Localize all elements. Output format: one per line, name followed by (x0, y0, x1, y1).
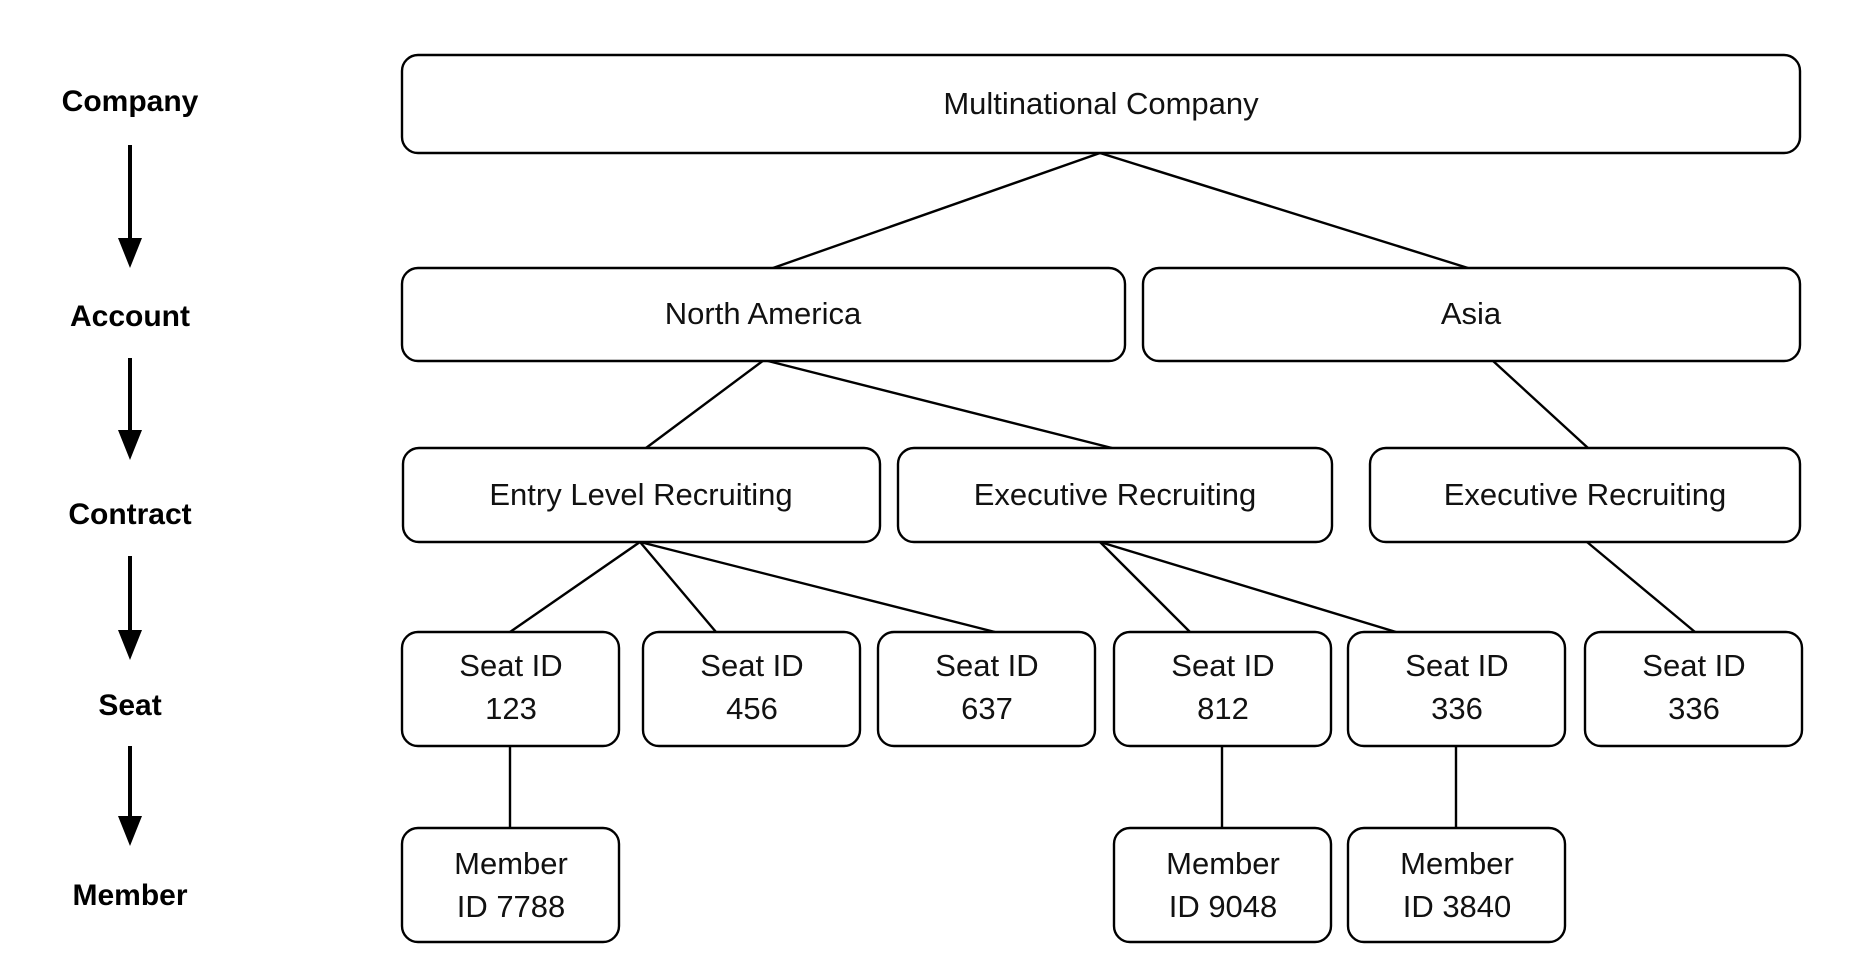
node-member-9048[interactable]: Member ID 9048 (1112, 826, 1333, 944)
seat-336b-box[interactable] (1583, 630, 1804, 748)
edge-north-america-to-entry-level (645, 359, 765, 449)
seat-336a-label-line2: 336 (1431, 691, 1483, 726)
node-member-7788[interactable]: Member ID 7788 (400, 826, 621, 944)
legend-label-account: Account (70, 300, 190, 333)
entry-level-recruiting-box[interactable] (401, 446, 882, 544)
edge-executive-asia-to-seat-336b (1586, 541, 1696, 633)
node-contract-executive-asia[interactable]: Executive Recruiting (1368, 446, 1802, 544)
member-7788-box[interactable] (400, 826, 621, 944)
legend-arrow-account-to-contract (118, 358, 142, 460)
seat-336a-label-line1: Seat ID (1405, 648, 1508, 683)
seat-336b-label-line2: 336 (1668, 691, 1720, 726)
member-9048-label-line2: ID 9048 (1169, 889, 1278, 924)
seat-456-label-line1: Seat ID (700, 648, 803, 683)
edge-asia-to-executive-asia (1491, 359, 1589, 449)
member-3840-label-line2: ID 3840 (1403, 889, 1512, 924)
entry-level-recruiting-label: Entry Level Recruiting (489, 477, 792, 512)
node-seat-456[interactable]: Seat ID 456 (641, 630, 862, 748)
node-account-asia[interactable]: Asia (1141, 266, 1802, 363)
legend-label-seat: Seat (98, 689, 161, 722)
executive-recruiting-na-label: Executive Recruiting (974, 477, 1257, 512)
member-9048-label-line1: Member (1166, 846, 1280, 881)
legend-arrow-contract-to-seat (118, 556, 142, 660)
node-seat-336b[interactable]: Seat ID 336 (1583, 630, 1804, 748)
seat-812-label-line1: Seat ID (1171, 648, 1274, 683)
seat-123-label-line2: 123 (485, 691, 537, 726)
seat-812-label-line2: 812 (1197, 691, 1249, 726)
node-seat-812[interactable]: Seat ID 812 (1112, 630, 1333, 748)
executive-recruiting-asia-label: Executive Recruiting (1444, 477, 1727, 512)
legend-label-company: Company (62, 85, 199, 118)
edge-executive-na-to-seat-336a (1099, 540, 1397, 634)
legend-arrow-seat-to-member (118, 746, 142, 846)
seat-336a-box[interactable] (1346, 630, 1567, 748)
seat-456-box[interactable] (641, 630, 862, 748)
seat-637-box[interactable] (876, 630, 1097, 748)
seat-637-label-line2: 637 (961, 691, 1013, 726)
seat-456-label-line2: 456 (726, 691, 778, 726)
seat-812-box[interactable] (1112, 630, 1333, 748)
member-3840-box[interactable] (1346, 826, 1567, 944)
legend-label-member: Member (72, 879, 187, 912)
node-contract-entry-level[interactable]: Entry Level Recruiting (401, 446, 882, 544)
node-seat-123[interactable]: Seat ID 123 (400, 630, 621, 748)
edge-company-to-north-america (772, 151, 1101, 270)
edge-entry-level-to-seat-637 (639, 540, 996, 634)
asia-box[interactable] (1141, 266, 1802, 363)
north-america-box[interactable] (400, 266, 1127, 363)
member-9048-box[interactable] (1112, 826, 1333, 944)
node-seat-336a[interactable]: Seat ID 336 (1346, 630, 1567, 748)
legend-column: Company Account Contract Seat Member (62, 85, 199, 912)
edge-company-to-asia (1099, 151, 1469, 270)
member-7788-label-line1: Member (454, 846, 568, 881)
seat-123-label-line1: Seat ID (459, 648, 562, 683)
node-seat-637[interactable]: Seat ID 637 (876, 630, 1097, 748)
legend-label-contract: Contract (68, 498, 191, 531)
seat-637-label-line1: Seat ID (935, 648, 1038, 683)
company-box[interactable] (400, 53, 1802, 155)
edge-north-america-to-executive-na (763, 358, 1113, 450)
executive-recruiting-na-box[interactable] (896, 446, 1334, 544)
node-company[interactable]: Multinational Company (400, 53, 1802, 155)
executive-recruiting-asia-box[interactable] (1368, 446, 1802, 544)
north-america-label: North America (665, 296, 862, 331)
company-label: Multinational Company (943, 86, 1259, 121)
edge-entry-level-to-seat-123 (509, 541, 641, 633)
edge-entry-level-to-seat-456 (639, 541, 717, 633)
node-contract-executive-na[interactable]: Executive Recruiting (896, 446, 1334, 544)
member-7788-label-line2: ID 7788 (457, 889, 566, 924)
node-member-3840[interactable]: Member ID 3840 (1346, 826, 1567, 944)
legend-arrow-company-to-account (118, 145, 142, 268)
seat-123-box[interactable] (400, 630, 621, 748)
seat-336b-label-line1: Seat ID (1642, 648, 1745, 683)
asia-label: Asia (1441, 296, 1502, 331)
edge-layer (508, 151, 1696, 828)
node-account-north-america[interactable]: North America (400, 266, 1127, 363)
member-3840-label-line1: Member (1400, 846, 1514, 881)
edge-executive-na-to-seat-812 (1099, 541, 1191, 633)
